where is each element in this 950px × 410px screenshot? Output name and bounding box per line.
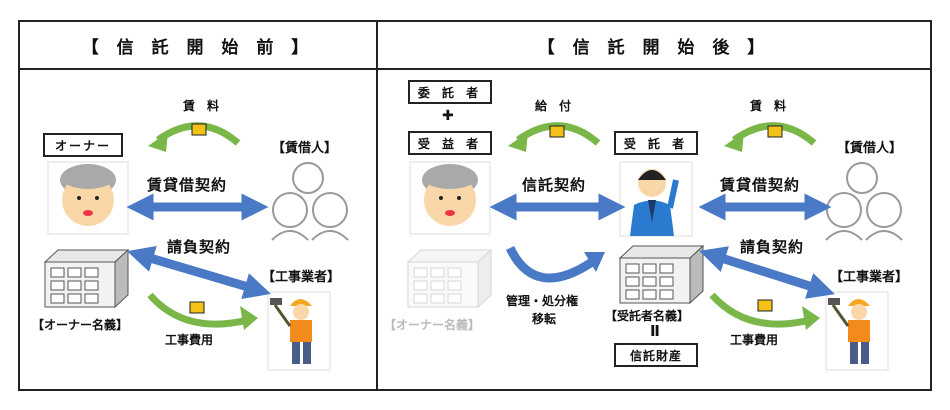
- transfer-label-1: 管理・処分権: [506, 294, 579, 308]
- lease-label: 賃貸借契約: [147, 176, 228, 194]
- plus-sign: ✚: [442, 108, 454, 124]
- contract-label: 請負契約: [740, 238, 805, 256]
- coin-icon: [189, 301, 205, 314]
- tenant-people-icon: [825, 162, 903, 241]
- contract-label: 請負契約: [167, 238, 232, 256]
- construction-worker-icon: [267, 291, 331, 371]
- after-panel: 【 信 託 開 始 後 】: [376, 20, 932, 391]
- contractor-label: 【工事業者】: [830, 270, 909, 285]
- settlor-box: 委 託 者: [408, 80, 492, 104]
- contractor-label: 【工事業者】: [262, 270, 341, 285]
- cost-arrow: [709, 292, 811, 328]
- coin-icon: [757, 299, 773, 312]
- faded-building-icon: [406, 248, 493, 309]
- coin-icon: [191, 123, 207, 136]
- building-label: 【オーナー名義】: [32, 318, 129, 332]
- beneficiary-box: 受 益 者: [408, 131, 492, 155]
- lease-label: 賃貸借契約: [720, 176, 801, 194]
- trustee-building-label: 【受託者名義】: [605, 309, 690, 323]
- trust-contract-label: 信託契約: [522, 176, 587, 194]
- coin-icon: [549, 125, 565, 138]
- cost-label: 工事費用: [730, 333, 779, 347]
- transfer-label-2: 移転: [532, 312, 557, 326]
- rent-label: 賃 料: [183, 99, 220, 113]
- tenant-label: 【賃借人】: [837, 141, 903, 156]
- building-icon: [618, 244, 705, 305]
- contract-arrow: [127, 245, 271, 300]
- transfer-arrow: [505, 245, 595, 283]
- tenant-label: 【賃借人】: [272, 141, 338, 156]
- owner-label-box: オーナー: [43, 133, 123, 157]
- rent-label: 賃 料: [750, 99, 787, 113]
- building-icon: [43, 248, 130, 309]
- owner-woman-icon: [409, 161, 491, 235]
- after-title: 【 信 託 開 始 後 】: [378, 22, 930, 70]
- coin-icon: [767, 125, 783, 138]
- trustee-box: 受 託 者: [614, 131, 698, 155]
- tenant-people-icon: [271, 162, 349, 241]
- trustee-man-icon: [619, 161, 693, 237]
- benefit-label: 給 付: [535, 99, 572, 113]
- cost-arrow: [147, 292, 249, 328]
- contract-arrow: [699, 246, 835, 299]
- construction-worker-icon: [825, 291, 889, 371]
- trust-property-box: 信託財産: [614, 343, 698, 367]
- before-title: 【 信 託 開 始 前 】: [20, 22, 376, 70]
- cost-label: 工事費用: [165, 333, 214, 347]
- equals-sign: Ⅱ: [650, 322, 660, 340]
- owner-woman-icon: [47, 161, 129, 235]
- faded-building-label: 【オーナー名義】: [384, 318, 481, 332]
